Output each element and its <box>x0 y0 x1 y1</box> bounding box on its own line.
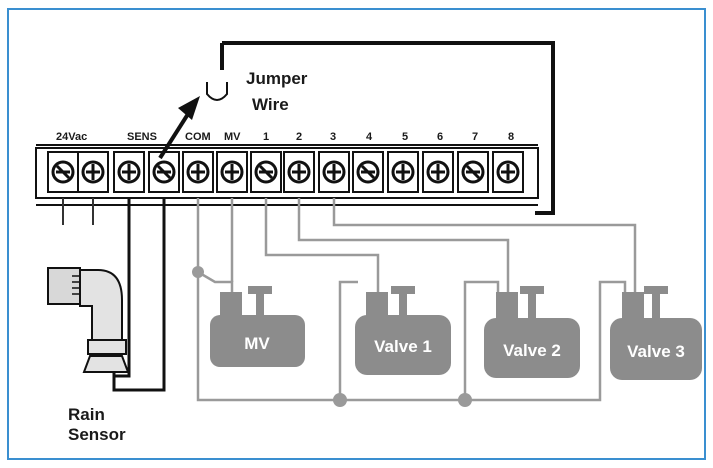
jumper-wire-icon <box>206 82 228 101</box>
terminal-label-mv: MV <box>224 131 241 143</box>
valve-wires <box>196 198 637 402</box>
terminal-label-4: 4 <box>366 131 373 143</box>
valve-3: Valve 3 <box>610 286 702 380</box>
valve-label-mv: MV <box>244 334 270 353</box>
terminal-label-sens: SENS <box>127 131 157 143</box>
diagram-frame <box>7 8 706 460</box>
terminal-label-5: 5 <box>402 131 408 143</box>
valves: MV Valve 1 Valve 2 Valve 3 <box>210 286 702 380</box>
sensor-wires <box>112 198 166 392</box>
terminal-stubs <box>62 198 94 225</box>
wire-junctions <box>192 266 472 407</box>
common-to-valve1 <box>338 280 358 400</box>
terminal-label-com: COM <box>185 131 211 143</box>
valve-2: Valve 2 <box>484 286 580 378</box>
zone2-wire <box>297 198 510 296</box>
jumper-arrow <box>158 96 200 160</box>
controller-housing-outline <box>222 41 555 215</box>
valve-label-3: Valve 3 <box>627 342 685 361</box>
terminal-screws <box>47 151 524 193</box>
rain-sensor-head <box>47 267 81 305</box>
common-wire <box>196 198 500 402</box>
zone3-wire <box>332 198 637 296</box>
rain-sensor <box>47 267 130 373</box>
terminal-label-3: 3 <box>330 131 336 143</box>
rain-sensor-body <box>87 339 127 355</box>
valve-label-2: Valve 2 <box>503 341 561 360</box>
rain-sensor-label-line2: Sensor <box>68 425 126 444</box>
rain-sensor-label-line1: Rain <box>68 405 105 424</box>
jumper-label-line1: Jumper <box>246 69 308 88</box>
terminal-label-24vac: 24Vac <box>56 131 87 143</box>
terminal-label-7: 7 <box>472 131 478 143</box>
rain-sensor-base <box>82 355 130 373</box>
terminal-label-1: 1 <box>263 131 269 143</box>
rain-sensor-elbow <box>79 269 123 341</box>
valve-label-1: Valve 1 <box>374 337 432 356</box>
valve-mv: MV <box>210 286 305 367</box>
terminal-label-6: 6 <box>437 131 443 143</box>
terminal-label-2: 2 <box>296 131 302 143</box>
common-to-valve3 <box>465 280 627 402</box>
common-to-mv <box>197 270 234 296</box>
zone1-wire <box>264 198 380 296</box>
valve-1: Valve 1 <box>355 286 451 375</box>
terminal-labels: 24Vac SENS COM MV 1 2 3 4 5 6 7 8 <box>56 131 514 143</box>
jumper-label-line2: Wire <box>252 95 289 114</box>
terminal-label-8: 8 <box>508 131 514 143</box>
sensor-wire-b <box>112 198 166 392</box>
